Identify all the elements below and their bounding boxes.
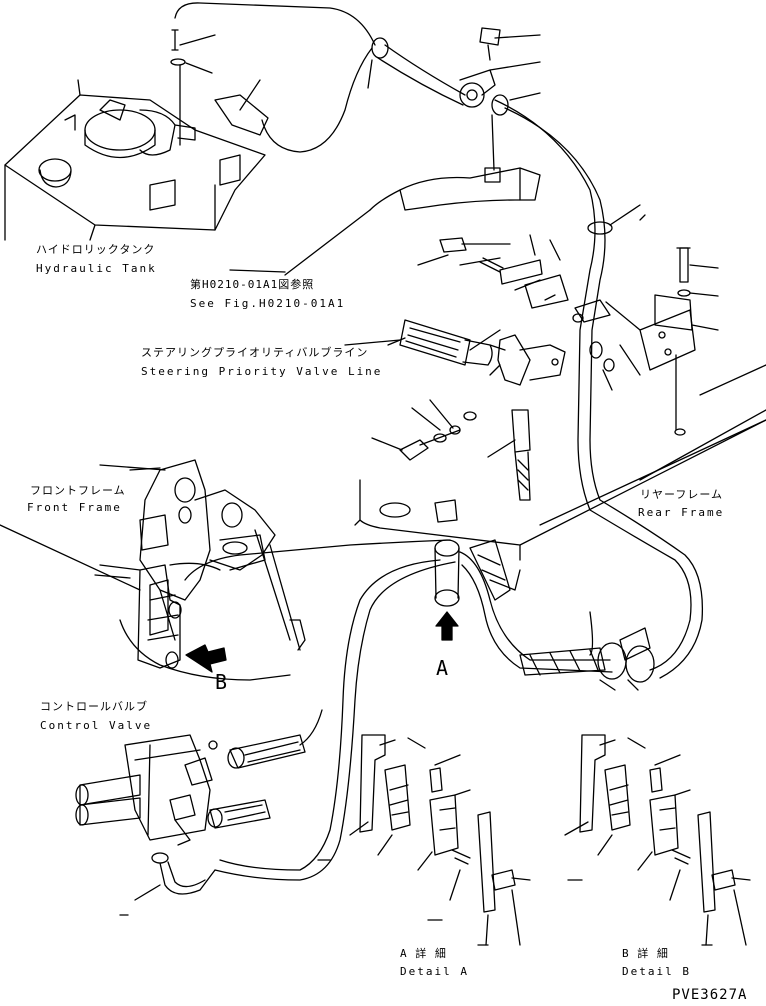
steering-line-label-jp: ステアリングプライオリティバルブライン: [141, 346, 369, 359]
tank-leaders: [170, 29, 269, 231]
view-a-label: A: [436, 656, 449, 680]
detail-b-label-jp: B 詳 細: [622, 947, 669, 960]
detail-a-label-jp: A 詳 細: [400, 947, 447, 960]
rear-frame-label-en: Rear Frame: [638, 506, 725, 519]
front-frame-label-en: Front Frame: [27, 501, 122, 514]
control-valve-label-jp: コントロールバルブ: [40, 700, 148, 713]
view-b-label: B: [215, 670, 228, 694]
detail-a-label-en: Detail A: [400, 965, 469, 978]
center-hoses: [184, 539, 655, 881]
hydraulic-tank: [4, 79, 266, 241]
rear-frame-label-jp: リヤーフレーム: [640, 488, 724, 501]
front-frame-label-jp: フロントフレーム: [30, 484, 126, 497]
top-hoses: [174, 2, 704, 679]
view-a-arrow: [435, 611, 459, 641]
hydraulic-tank-label-en: Hydraulic Tank: [36, 262, 157, 275]
left-leaders: [0, 464, 166, 591]
right-leaders: [371, 27, 719, 458]
ref-hose: [284, 167, 541, 276]
see-fig-label-en: See Fig.H0210-01A1: [190, 297, 346, 310]
label-leaders: [229, 269, 401, 346]
control-valve: [75, 709, 323, 901]
hydraulic-tank-label-jp: ハイドロリックタンク: [36, 243, 156, 256]
detail-b-assembly: [564, 734, 751, 946]
front-bracket: [137, 564, 182, 669]
see-fig-label-jp: 第H0210-01A1図参照: [190, 278, 315, 291]
detail-b-label-en: Detail B: [622, 965, 691, 978]
rear-frame: [354, 364, 766, 561]
control-valve-label-en: Control Valve: [40, 719, 153, 732]
view-b-arrow: [185, 644, 227, 673]
steering-line-label-en: Steering Priority Valve Line: [141, 365, 383, 378]
misc-marks: [119, 859, 713, 946]
fastener-cluster: [399, 237, 615, 501]
bracket-rear: [639, 247, 696, 436]
steering-line: [387, 319, 566, 386]
drawing-id: PVE3627A: [672, 987, 748, 1003]
front-frame: [94, 459, 306, 681]
detail-a-assembly: [349, 734, 531, 946]
